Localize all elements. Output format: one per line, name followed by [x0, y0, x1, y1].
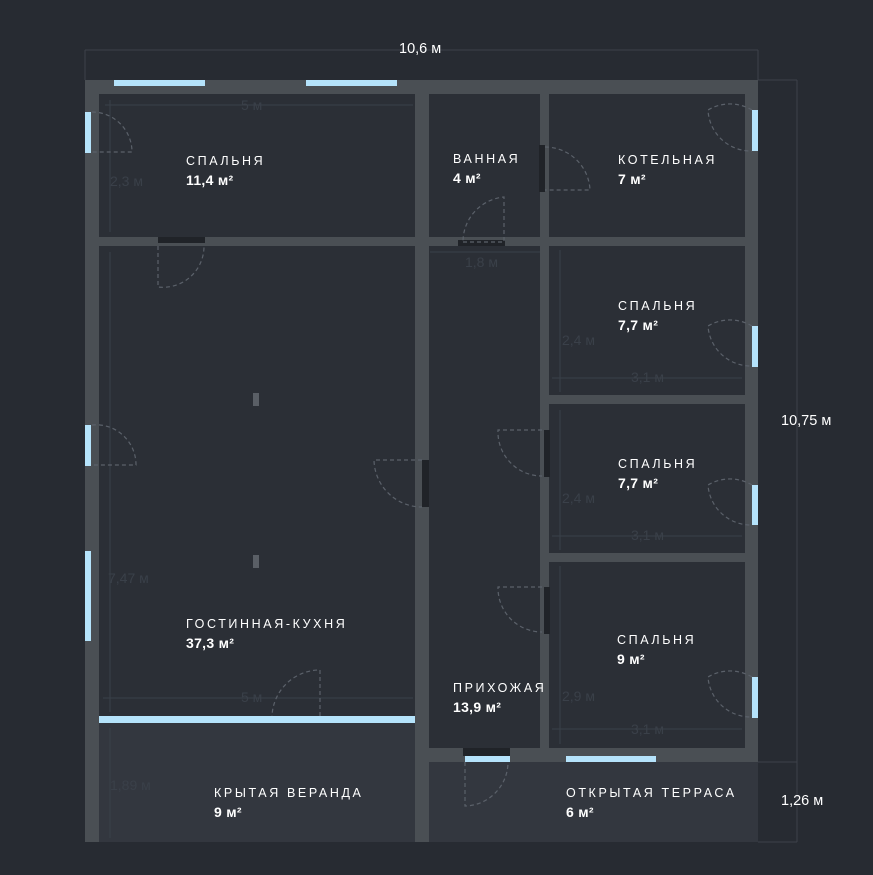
room-area: 37,3 м² — [186, 634, 235, 651]
window — [114, 80, 205, 86]
bedroom1-height-dim: 2,3 м — [110, 173, 143, 189]
room-name: КОТЕЛЬНАЯ — [618, 153, 718, 167]
room-name: ПРИХОЖАЯ — [453, 681, 547, 695]
bedroom3-width-dim: 3,1 м — [631, 527, 664, 543]
walls — [85, 80, 758, 842]
bedroom3-height-dim: 2,4 м — [562, 490, 595, 506]
room-label-bedroom-1: СПАЛЬНЯ 11,4 м² — [186, 155, 265, 187]
terrace-floor — [429, 762, 758, 842]
room-area: 6 м² — [566, 803, 594, 820]
room-label-veranda: КРЫТАЯ ВЕРАНДА 9 м² — [214, 787, 364, 819]
room-name: СПАЛЬНЯ — [618, 457, 698, 471]
room-label-bedroom-3: СПАЛЬНЯ 7,7 м² — [618, 458, 697, 490]
room-area: 9 м² — [617, 650, 645, 667]
room-label-bedroom-2: СПАЛЬНЯ 7,7 м² — [618, 300, 697, 332]
room-label-hall: ПРИХОЖАЯ 13,9 м² — [453, 682, 546, 714]
window — [99, 716, 415, 723]
door-leaves — [158, 145, 550, 756]
room-label-living-kitchen: ГОСТИННАЯ-КУХНЯ 37,3 м² — [186, 618, 347, 650]
room-area: 11,4 м² — [186, 171, 234, 188]
bedroom2-width-dim: 3,1 м — [631, 369, 664, 385]
room-floors — [99, 94, 745, 748]
room-area: 4 м² — [453, 169, 481, 186]
room-label-bathroom: ВАННАЯ 4 м² — [453, 153, 520, 185]
room-name: КРЫТАЯ ВЕРАНДА — [214, 786, 364, 800]
bedroom2-height-dim: 2,4 м — [562, 332, 595, 348]
room-name: ОТКРЫТАЯ ТЕРРАСА — [566, 786, 737, 800]
window — [85, 425, 91, 466]
room-name: ГОСТИННАЯ-КУХНЯ — [186, 617, 348, 631]
windows — [85, 80, 758, 762]
room-area: 7 м² — [618, 170, 646, 187]
veranda-floor — [99, 723, 415, 842]
bedroom4-height-dim: 2,9 м — [562, 688, 595, 704]
window — [85, 551, 91, 641]
room-label-terrace: ОТКРЫТАЯ ТЕРРАСА 6 м² — [566, 787, 737, 819]
columns — [253, 393, 259, 568]
overall-width-label: 10,6 м — [399, 41, 442, 57]
room-area: 13,9 м² — [453, 698, 502, 715]
bathroom-width-dim: 1,8 м — [465, 254, 498, 270]
overall-dimension-lines — [84, 49, 798, 843]
room-label-bedroom-4: СПАЛЬНЯ 9 м² — [617, 634, 696, 666]
window — [465, 756, 510, 762]
terrace-depth-label: 1,26 м — [781, 793, 824, 809]
room-area: 7,7 м² — [618, 474, 659, 491]
window — [752, 485, 758, 525]
window — [752, 677, 758, 718]
overall-height-label: 10,75 м — [781, 413, 832, 429]
room-area: 9 м² — [214, 803, 242, 820]
room-area: 7,7 м² — [618, 316, 659, 333]
bedroom1-width-dim: 5 м — [241, 97, 263, 113]
window — [306, 80, 397, 86]
room-label-boiler: КОТЕЛЬНАЯ 7 м² — [618, 154, 717, 186]
room-name: СПАЛЬНЯ — [618, 299, 698, 313]
outdoor-floors — [99, 723, 758, 842]
window — [752, 110, 758, 151]
room-name: ВАННАЯ — [453, 152, 521, 166]
veranda-height-dim: 1,89 м — [110, 777, 151, 793]
window — [85, 112, 91, 153]
door-swings — [91, 103, 753, 807]
room-name: СПАЛЬНЯ — [186, 154, 266, 168]
window — [752, 326, 758, 367]
window — [566, 756, 656, 762]
living-width-dim: 5 м — [241, 689, 263, 705]
room-name: СПАЛЬНЯ — [617, 633, 697, 647]
inner-dimension-lines — [103, 100, 742, 838]
bedroom4-width-dim: 3,1 м — [631, 721, 664, 737]
living-height-dim: 7,47 м — [108, 570, 149, 586]
